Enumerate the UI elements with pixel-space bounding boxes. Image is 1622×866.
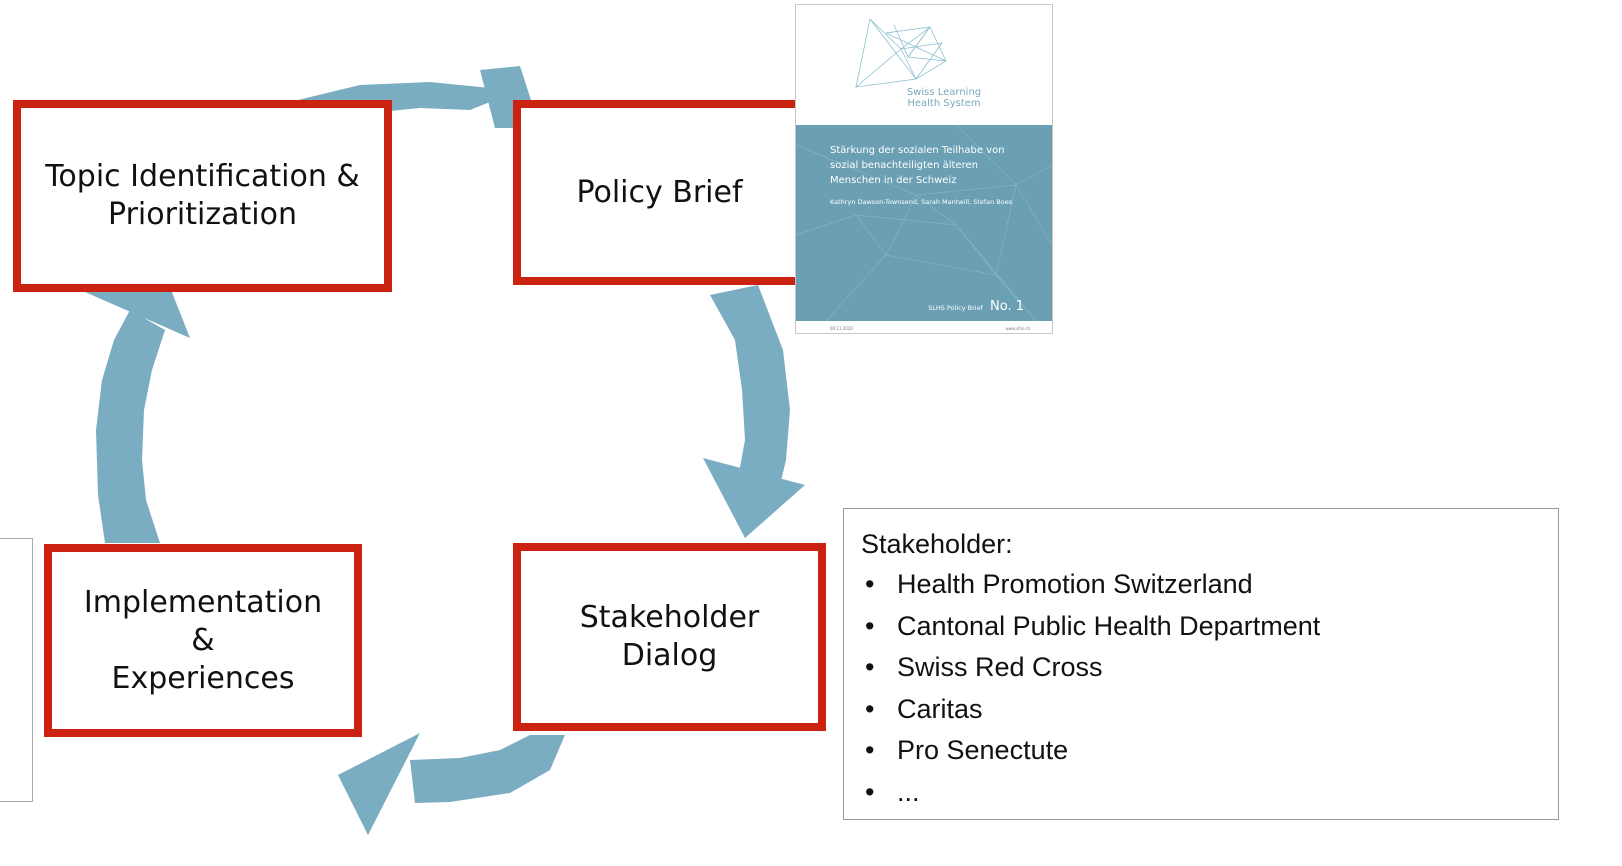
stakeholder-item: •Pro Senectute (861, 730, 1558, 772)
bullet: • (865, 693, 875, 724)
arrow-stake-to-impl-head (338, 733, 420, 835)
stage-policy-brief: Policy Brief (513, 100, 806, 285)
cover-title: Stärkung der sozialen Teilhabe von sozia… (830, 145, 1005, 186)
bullet: • (865, 652, 875, 682)
stage-stakeholder-dialog: Stakeholder Dialog (513, 543, 826, 731)
bullet: • (865, 735, 875, 765)
cover-panel: Stärkung der sozialen Teilhabe von sozia… (796, 125, 1052, 321)
cover-network-decoration (796, 125, 1052, 321)
arrow-stake-to-impl (410, 735, 565, 803)
arrow-policy-to-stake (710, 285, 790, 485)
cover-authors: Kathryn Dawson-Townsend, Sarah Mantwill,… (830, 198, 1013, 206)
stage-label: Policy Brief (576, 174, 743, 210)
stakeholder-item: •Health Promotion Switzerland (861, 564, 1558, 606)
stakeholder-item: •... (861, 772, 1558, 814)
arrow-policy-to-stake-head (703, 458, 805, 538)
cover-series: SLHS Policy Brief No. 1 (928, 299, 1024, 314)
stage-label: Stakeholder Dialog (579, 600, 760, 673)
stakeholder-box: Stakeholder: •Health Promotion Switzerla… (843, 508, 1559, 820)
network-logo-icon (855, 18, 947, 89)
brand-logo-text: Swiss Learning Health System (906, 87, 982, 109)
stage-implementation: Implementation & Experiences (44, 544, 362, 737)
policy-brief-cover: Swiss Learning Health System Stärkung de… (795, 4, 1053, 334)
stakeholder-item: •Caritas (861, 689, 1558, 731)
bullet: • (865, 569, 875, 599)
bullet: • (865, 776, 875, 807)
stakeholder-heading: Stakeholder: (861, 529, 1013, 559)
arrow-topic-to-policy (298, 82, 490, 142)
stage-label: Topic Identification & Prioritization (45, 159, 360, 232)
bullet: • (865, 610, 875, 641)
stakeholder-item: •Swiss Red Cross (861, 647, 1558, 689)
arrow-impl-to-topic (96, 310, 165, 543)
stakeholder-list: •Health Promotion Switzerland •Cantonal … (861, 564, 1558, 813)
cover-footer: 00.11.2020 www.slhs.ch (830, 326, 1030, 331)
stakeholder-item: •Cantonal Public Health Department (861, 606, 1558, 648)
stage-topic-identification: Topic Identification & Prioritization (13, 100, 392, 292)
stage-label: Implementation & Experiences (83, 584, 323, 696)
left-text-box (0, 538, 33, 802)
